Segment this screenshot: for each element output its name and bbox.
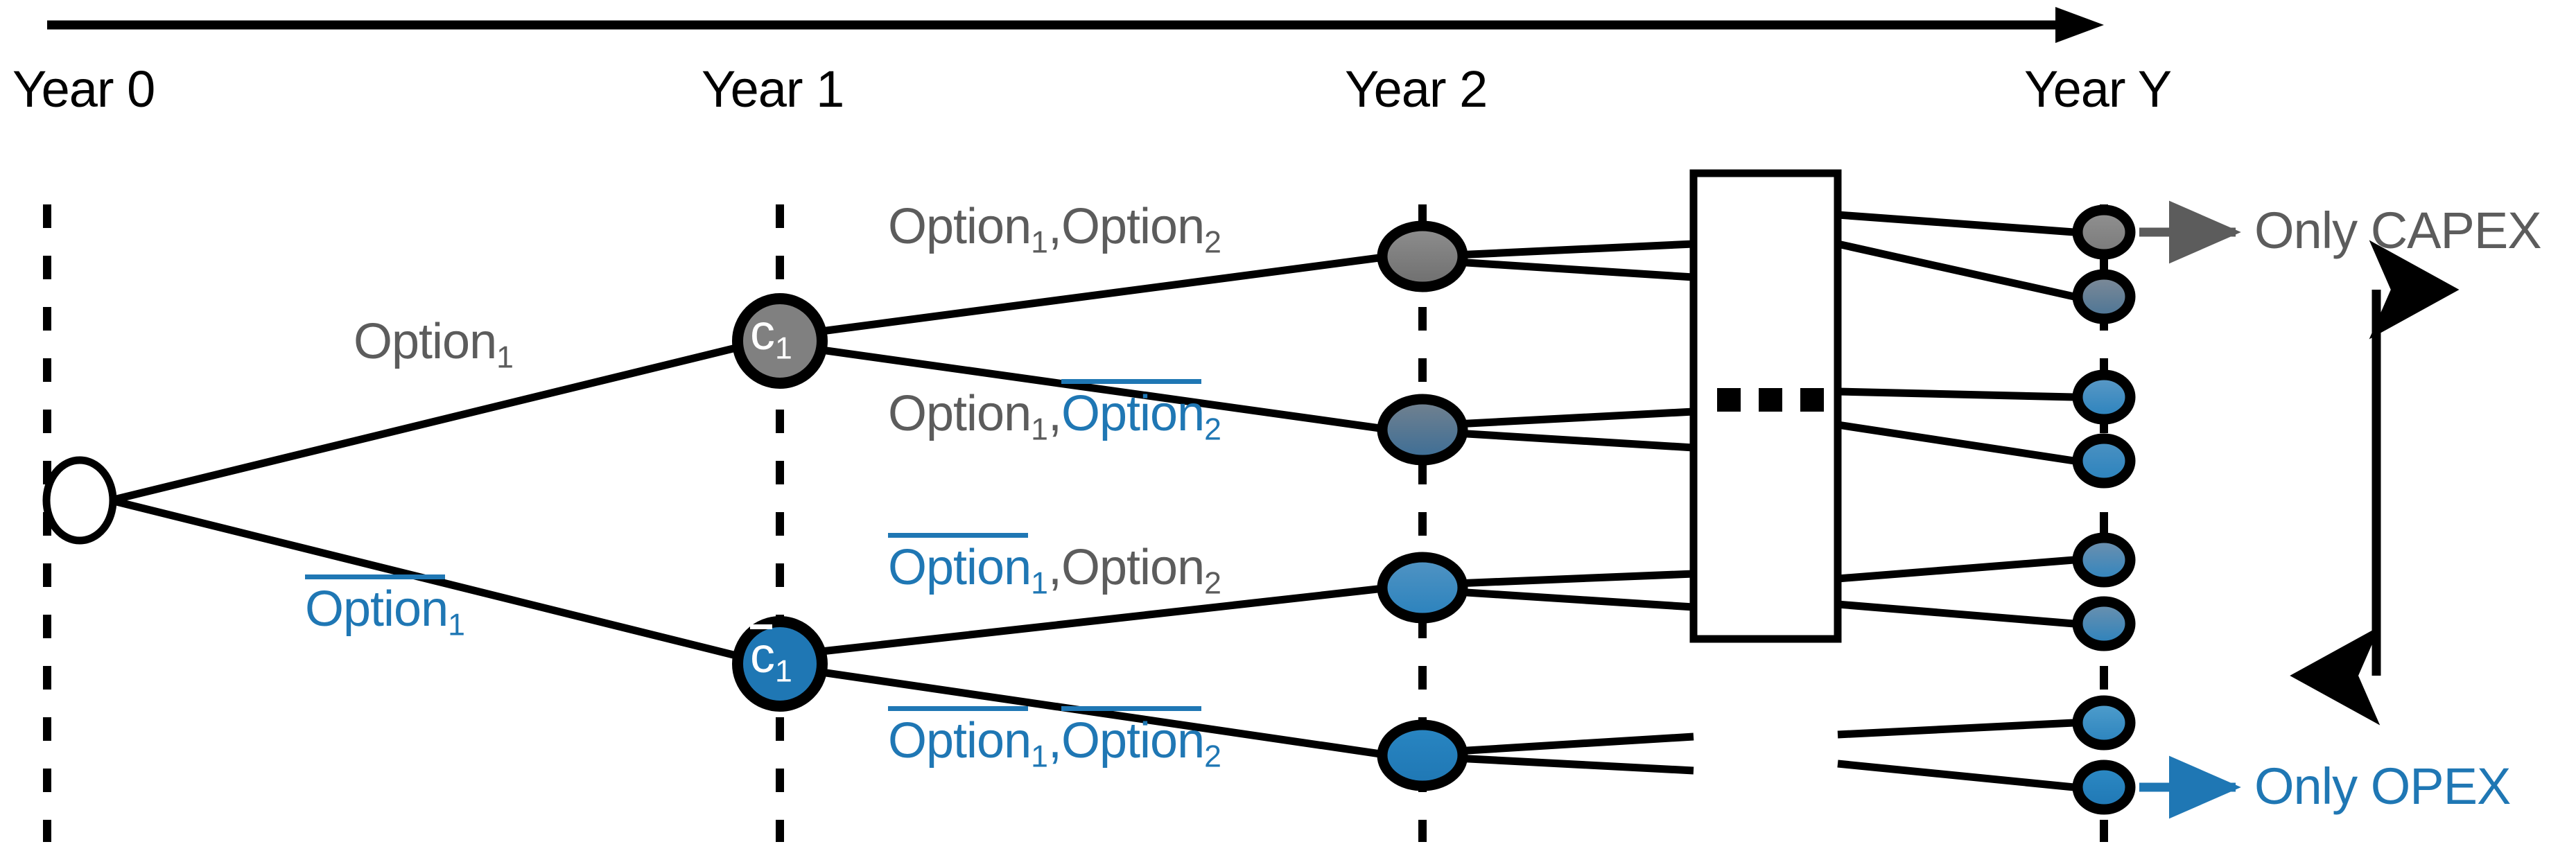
edge-label-option1bar-option2bar: Option1,Option2 — [888, 705, 1221, 774]
edge-label-o1o2b-p1: Option — [888, 386, 1032, 441]
node-y2-1[interactable] — [1377, 220, 1468, 292]
edge-y2n1-boxA — [1455, 240, 1694, 259]
node-c1-label-sub: 1 — [775, 331, 792, 366]
node-c1[interactable] — [732, 293, 828, 389]
edge-label-o1bo2b-p1-sub: 1 — [1031, 739, 1048, 774]
node-yY-5[interactable] — [2072, 532, 2136, 588]
edge-c1bar-y2n3 — [821, 583, 1391, 656]
edge-c1bar-y2n4 — [821, 668, 1391, 760]
edge-label-o1bo2-p2: Option — [1061, 540, 1205, 595]
edge-c1-y2n2 — [821, 346, 1391, 434]
year-label-1: Year 1 — [702, 60, 844, 118]
edge-label-o1bo2-p1: Option — [888, 532, 1032, 595]
edge-label-o1bo2-p1-sub: 1 — [1031, 566, 1048, 601]
edge-label-option1-sub: 1 — [496, 340, 514, 375]
edge-label-o1o2b-p2: Option — [1061, 378, 1205, 441]
only-capex-label: Only CAPEX — [2254, 202, 2542, 259]
edge-y2n4-boxB — [1455, 754, 1694, 775]
edge-label-option1bar-option2: Option1,Option2 — [888, 532, 1221, 601]
edge-y2n4-boxA — [1455, 732, 1694, 755]
edges-year1-year2 — [821, 252, 1391, 760]
node-yY-8[interactable] — [2072, 760, 2136, 815]
edge-label-option1-bar-text: Option — [305, 574, 449, 637]
edges-box-yearY — [1836, 211, 2075, 791]
edge-box-yYn6 — [1837, 600, 2075, 628]
edge-y2n3-boxA — [1455, 570, 1694, 588]
node-yY-7[interactable] — [2072, 695, 2136, 751]
node-yY-4[interactable] — [2072, 433, 2136, 489]
year-label-2: Year 2 — [1345, 60, 1488, 118]
edge-box-yYn5 — [1837, 556, 2075, 583]
edge-label-o1bo2-comma: , — [1047, 540, 1062, 595]
edge-box-yYn2 — [1836, 240, 2075, 301]
edge-y2n3-boxB — [1455, 588, 1694, 611]
edge-label-o1o2b-p2-sub: 2 — [1204, 412, 1221, 447]
edge-label-option1-option2bar: Option1,Option2 — [888, 378, 1221, 447]
edge-label-o1bo2b-comma: , — [1047, 713, 1062, 769]
time-axis-arrow — [47, 7, 2104, 43]
edge-label-option1-bar: Option1 — [305, 574, 465, 642]
edge-box-yYn7 — [1837, 719, 2075, 739]
edge-label-o1bo2b-p1: Option — [888, 705, 1032, 769]
edge-label-option1: Option1 — [354, 313, 514, 375]
node-yY-6[interactable] — [2072, 596, 2136, 651]
year-label-Y: Year Y — [2024, 60, 2172, 118]
edge-label-o1o2b-p1-sub: 1 — [1031, 412, 1048, 447]
edge-label-o1o2-comma: , — [1047, 199, 1062, 254]
ellipsis-box — [1689, 169, 1842, 643]
node-c1-label: c1 — [750, 308, 833, 365]
edge-box-yYn1 — [1837, 211, 2075, 236]
node-yY-1[interactable] — [2072, 204, 2136, 260]
edge-label-o1o2-p1-sub: 1 — [1031, 225, 1048, 260]
edge-label-o1bo2b-p2-sub: 2 — [1204, 739, 1221, 774]
node-y2-3[interactable] — [1377, 552, 1468, 624]
edge-label-o1o2b-comma: , — [1047, 386, 1062, 441]
node-c1-bar-label-text: c — [750, 624, 775, 683]
ellipsis-dot-1 — [1717, 388, 1741, 412]
edge-label-option1-option2: Option1,Option2 — [888, 198, 1221, 260]
edge-label-o1bo2-p2-sub: 2 — [1204, 566, 1221, 601]
edge-root-c1 — [110, 342, 743, 504]
node-y2-2[interactable] — [1377, 394, 1468, 466]
edge-box-yYn8 — [1837, 760, 2075, 791]
edge-box-yYn4 — [1837, 421, 2075, 465]
edge-label-o1o2-p2-sub: 2 — [1204, 225, 1221, 260]
node-c1-bar-label-sub: 1 — [775, 654, 792, 689]
edge-y2n1-boxB — [1455, 258, 1694, 281]
edge-label-o1o2-p1: Option — [888, 199, 1032, 254]
edge-label-o1bo2b-p2: Option — [1061, 705, 1205, 769]
edge-label-option1-bar-sub: 1 — [448, 608, 465, 642]
node-y2-4[interactable] — [1377, 719, 1468, 791]
node-c1-bar[interactable] — [732, 616, 828, 712]
edge-label-o1o2-p2: Option — [1061, 199, 1205, 254]
edges-year2-box — [1455, 240, 1694, 775]
only-opex-label: Only OPEX — [2254, 757, 2511, 815]
node-c1-bar-label: c1 — [750, 624, 840, 689]
edge-y2n2-boxA — [1455, 407, 1694, 428]
edge-c1-y2n1 — [821, 252, 1391, 335]
ellipsis-dot-2 — [1759, 388, 1782, 412]
edge-box-yYn3 — [1837, 387, 2075, 401]
ellipsis-dot-3 — [1800, 388, 1824, 412]
node-yY-2[interactable] — [2072, 269, 2136, 324]
node-yY-3[interactable] — [2072, 369, 2136, 425]
edge-y2n2-boxB — [1455, 429, 1694, 452]
node-root[interactable] — [42, 456, 117, 545]
edge-label-option1-text: Option — [354, 314, 497, 369]
year-label-0: Year 0 — [12, 60, 155, 118]
node-c1-label-text: c — [750, 305, 775, 360]
